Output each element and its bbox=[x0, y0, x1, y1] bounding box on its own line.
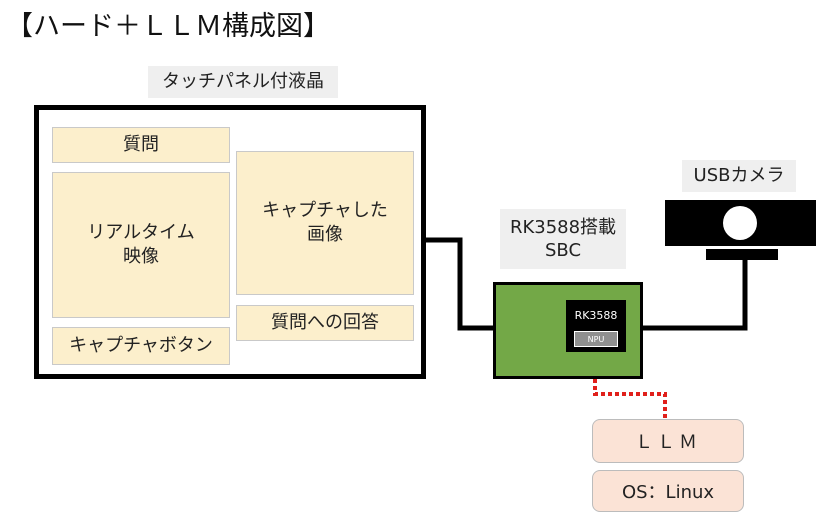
llm-box: ＬＬＭ bbox=[592, 419, 744, 463]
rk3588-chip: RK3588 NPU bbox=[566, 300, 626, 352]
answer-box: 質問への回答 bbox=[236, 305, 414, 341]
sbc-label: RK3588搭載 SBC bbox=[500, 209, 626, 269]
capture-button-box: キャプチャボタン bbox=[52, 327, 230, 365]
camera-mount bbox=[706, 249, 778, 260]
camera-lens bbox=[723, 206, 757, 240]
captured-image-box: キャプチャした 画像 bbox=[236, 151, 414, 295]
camera-label: USBカメラ bbox=[682, 160, 796, 192]
question-box: 質問 bbox=[52, 127, 230, 163]
display-label: タッチパネル付液晶 bbox=[148, 66, 338, 98]
sbc-label-line2: SBC bbox=[544, 240, 582, 261]
npu-block: NPU bbox=[574, 331, 618, 347]
os-box: OS：Linux bbox=[592, 470, 744, 512]
sbc-to-camera-cable bbox=[643, 258, 748, 331]
diagram-title: 【ハード＋ＬＬＭ構成図】 bbox=[6, 11, 330, 42]
chip-label: RK3588 bbox=[574, 309, 618, 322]
live-video-box: リアルタイム 映像 bbox=[52, 172, 230, 318]
sbc-label-line1: RK3588搭載 bbox=[509, 216, 617, 238]
display-to-sbc-cable bbox=[426, 237, 494, 331]
